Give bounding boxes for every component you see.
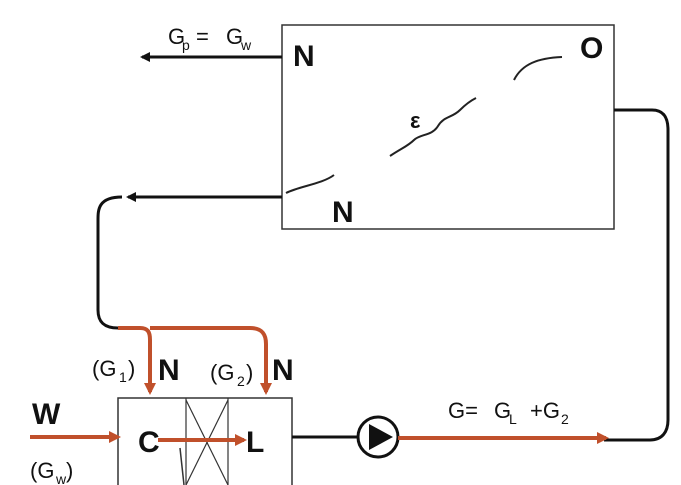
n-top-label: N xyxy=(293,40,315,73)
left-loop-line xyxy=(96,195,123,330)
g2-plus-sub: 2 xyxy=(561,411,569,427)
gw-paren-sub: w xyxy=(55,471,67,485)
gw-sub: w xyxy=(240,37,252,53)
gw-close: ) xyxy=(66,458,73,483)
n-bottom-label: N xyxy=(332,196,354,229)
g1-close: ) xyxy=(128,356,135,381)
gp-label: G xyxy=(168,24,185,49)
g2-sub: 2 xyxy=(237,373,245,389)
gp-equals: = xyxy=(196,24,209,49)
gl-label: G xyxy=(494,398,511,423)
pump-icon xyxy=(356,415,400,459)
curve-top xyxy=(513,56,563,81)
curve-epsilon xyxy=(389,97,477,157)
gw-open: (G xyxy=(30,458,54,483)
g2-plus-label: +G xyxy=(530,398,560,423)
c-label: C xyxy=(138,426,160,459)
g-total-label: G= xyxy=(448,398,478,423)
g2-close: ) xyxy=(246,360,253,385)
l-label: L xyxy=(246,426,264,459)
curve-bottom xyxy=(285,174,335,194)
vessel-box xyxy=(281,24,615,230)
flow-to-c xyxy=(118,326,156,395)
n-left-label: N xyxy=(158,354,180,387)
gp-sub: p xyxy=(182,37,190,53)
g1-sub: 1 xyxy=(119,369,127,385)
right-loop-line xyxy=(604,108,670,442)
flow-to-l xyxy=(150,326,272,395)
gw-label: G xyxy=(226,24,243,49)
w-label: W xyxy=(32,398,61,431)
gl-sub: L xyxy=(509,411,517,427)
g2-open: (G xyxy=(210,360,234,385)
cross-valve-icon xyxy=(179,399,229,485)
g1-open: (G xyxy=(92,356,116,381)
n-right-label: N xyxy=(272,354,294,387)
o-top-label: O xyxy=(580,32,603,65)
epsilon-label: ε xyxy=(410,108,421,133)
